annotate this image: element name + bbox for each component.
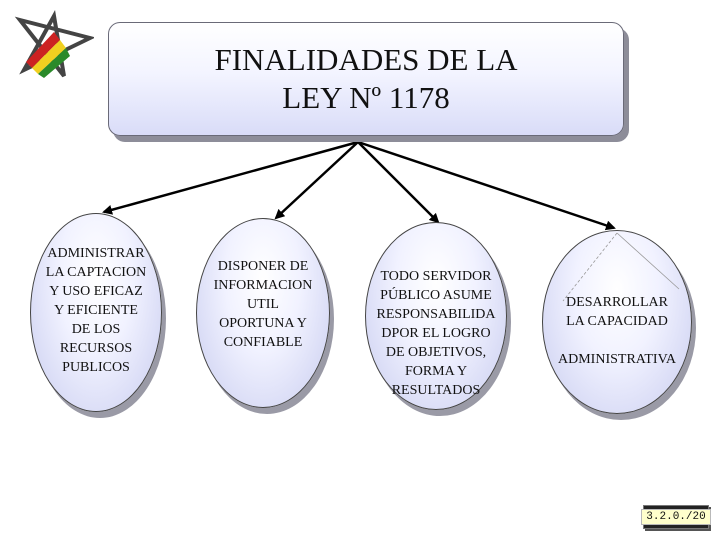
title-line-2: LEY Nº 1178: [282, 80, 450, 115]
connector-arrow-2: [274, 141, 359, 220]
title-line-1: FINALIDADES DE LA: [214, 42, 518, 77]
connector-arrow-4: [357, 140, 616, 231]
page-number-badge: 3.2.0./20: [641, 505, 711, 529]
connector-arrow-3: [357, 141, 440, 224]
connector-arrow-1: [102, 140, 359, 215]
node-administrar: ADMINISTRAR LA CAPTACION Y USO EFICAZ Y …: [30, 213, 162, 412]
title-box: FINALIDADES DE LA LEY Nº 1178: [108, 22, 624, 136]
node-disponer: DISPONER DE INFORMACION UTIL OPORTUNA Y …: [196, 218, 330, 408]
node-desarrollar: DESARROLLAR LA CAPACIDAD ADMINISTRATIVA: [542, 230, 692, 414]
node-administrar-text: ADMINISTRAR LA CAPTACION Y USO EFICAZ Y …: [45, 246, 147, 375]
node-desarrollar-decor-lines: [562, 232, 680, 302]
node-servidor: TODO SERVIDOR PÚBLICO ASUME RESPONSABILI…: [365, 222, 507, 410]
node-servidor-text: TODO SERVIDOR PÚBLICO ASUME RESPONSABILI…: [376, 269, 496, 398]
node-disponer-text: DISPONER DE INFORMACION UTIL OPORTUNA Y …: [213, 259, 313, 350]
page-number: 3.2.0./20: [641, 509, 711, 525]
star-logo-icon: [14, 10, 94, 78]
node-desarrollar-text: DESARROLLAR LA CAPACIDAD ADMINISTRATIVA: [558, 295, 676, 367]
